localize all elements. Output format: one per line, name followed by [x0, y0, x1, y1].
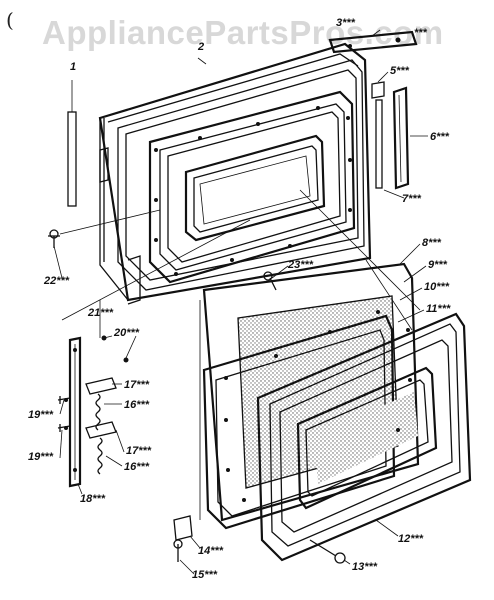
outer-door-assembly	[173, 262, 472, 562]
callout-24: ***	[414, 27, 428, 39]
callout-18: 18***	[80, 493, 106, 505]
part-5-clip	[371, 81, 385, 99]
callout-5: 5***	[390, 65, 410, 77]
screw-22	[48, 229, 60, 248]
frame-screw-holes	[154, 106, 352, 276]
screw-15	[173, 539, 183, 562]
leader-lines	[53, 29, 428, 575]
callout-15: 15***	[192, 569, 218, 581]
callout-17-upper: 17***	[124, 379, 150, 391]
callout-9: 9***	[428, 259, 448, 271]
callout-12: 12***	[398, 533, 424, 545]
callout-1: 1	[70, 61, 76, 73]
inner-door-frame-assembly	[98, 42, 372, 305]
screw-23	[263, 271, 277, 291]
callout-10: 10***	[424, 281, 450, 293]
callout-11: 11***	[426, 303, 451, 315]
callout-16-upper: 16***	[124, 399, 150, 411]
callout-3: 3***	[336, 17, 356, 29]
part-7-strip	[375, 99, 383, 189]
top-bracket	[328, 30, 418, 54]
callout-2: 2	[197, 41, 204, 53]
callout-8: 8***	[422, 237, 442, 249]
callout-17-lower: 17***	[126, 445, 152, 457]
callout-16-lower: 16***	[124, 461, 150, 473]
screw-13	[309, 539, 346, 564]
callout-23: 23***	[287, 259, 314, 271]
callout-21: 21***	[87, 307, 114, 319]
callout-13: 13***	[352, 561, 378, 573]
part-6-channel	[392, 86, 410, 190]
callout-14: 14***	[198, 545, 224, 557]
callout-7: 7***	[402, 193, 422, 205]
callout-19-upper: 19***	[28, 409, 54, 421]
callout-20: 20***	[113, 327, 140, 339]
callout-labels: 1 2 3*** 5*** 6*** 7*** 8*** 9*** 10*** …	[28, 17, 451, 581]
hinge-assembly	[57, 336, 117, 488]
callout-22: 22***	[43, 275, 70, 287]
alignment-lines	[59, 189, 421, 520]
screw-20	[123, 357, 129, 363]
corner-mark: (	[6, 8, 14, 32]
callout-19-lower: 19***	[28, 451, 54, 463]
callout-6: 6***	[430, 131, 450, 143]
part-1-strip	[67, 80, 77, 207]
